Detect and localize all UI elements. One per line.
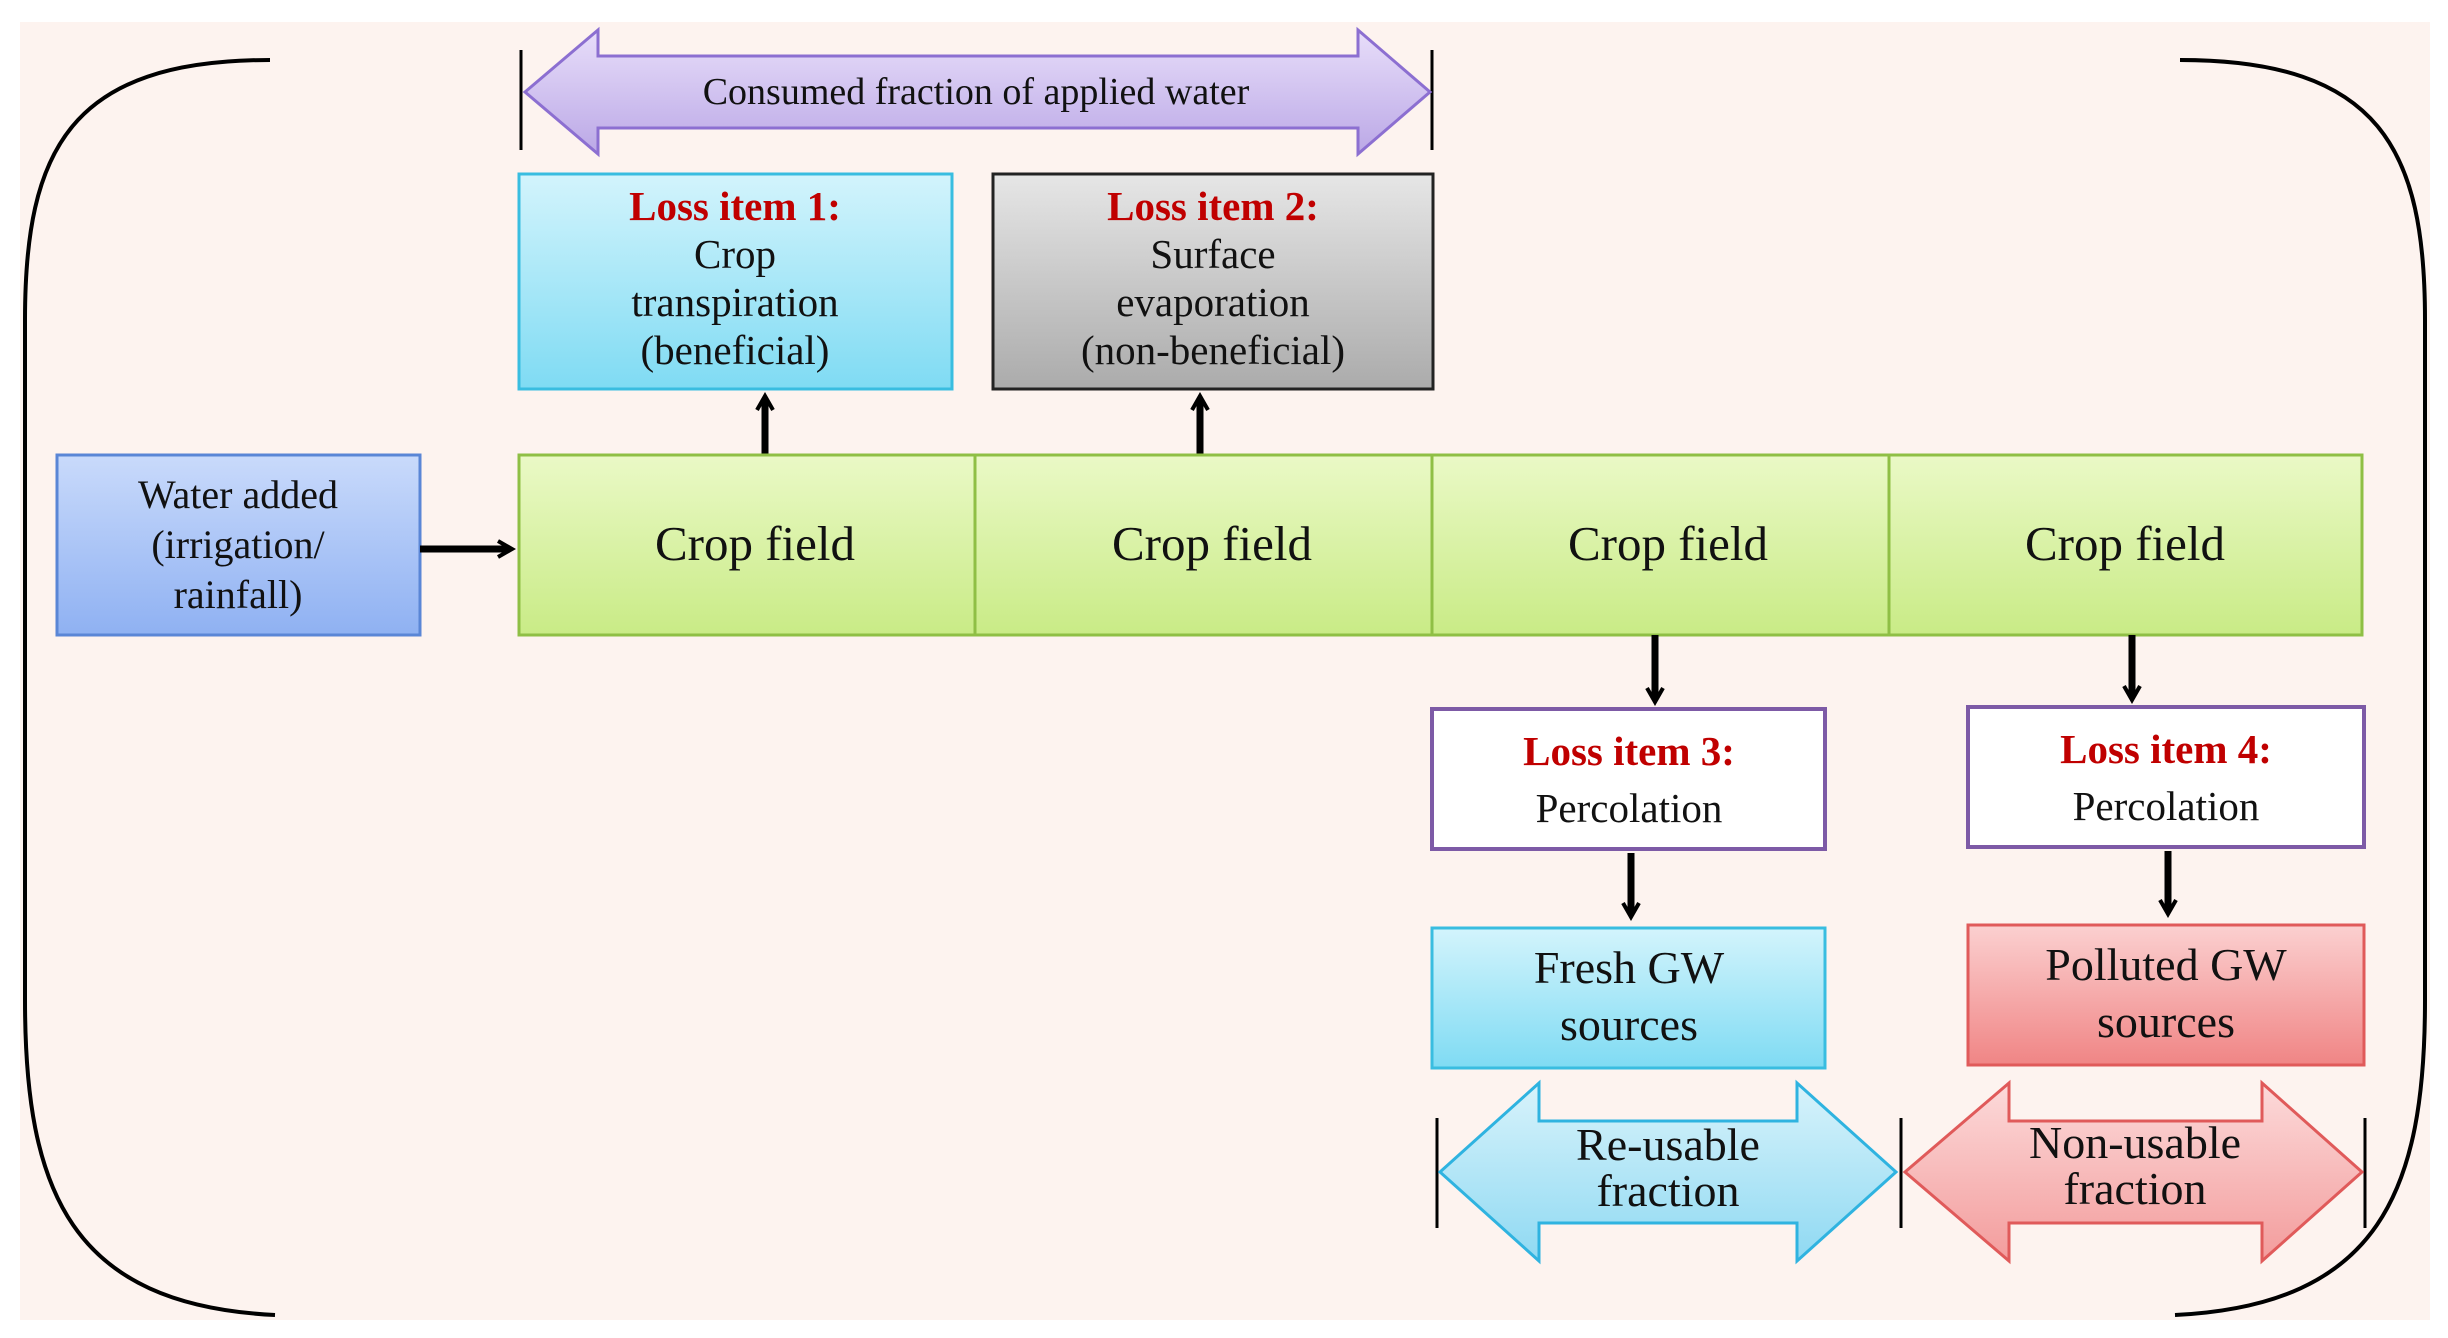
loss-item-1-line-2: transpiration <box>631 279 838 325</box>
consumed-double-arrow <box>522 26 1433 158</box>
fresh-gw-line-2: sources <box>1560 999 1698 1050</box>
polluted-gw-box <box>1966 923 2366 1067</box>
nonusable-line-1: Non-usable <box>2029 1117 2241 1168</box>
outer-bracket-right <box>2174 58 2427 1317</box>
crop-field-1-box <box>517 453 977 637</box>
nonusable-double-arrow <box>1902 1079 2365 1265</box>
loss-item-2-box <box>991 172 1435 391</box>
loss-item-4-title: Loss item 4: <box>2060 726 2272 772</box>
polluted-gw-line-2: sources <box>2097 996 2235 1047</box>
crop-field-1-label: Crop field <box>655 516 855 571</box>
loss-item-4-box <box>1966 705 2366 849</box>
consumed-label: Consumed fraction of applied water <box>703 71 1250 113</box>
loss-item-4-line-1: Percolation <box>2073 783 2260 829</box>
reusable-line-2: fraction <box>1596 1165 1739 1216</box>
loss-item-1-line-3: (beneficial) <box>641 327 830 373</box>
loss-item-1-box <box>517 172 954 391</box>
loss-item-2-line-2: evaporation <box>1116 279 1310 325</box>
polluted-gw-line-1: Polluted GW <box>2045 939 2287 990</box>
crop-field-4-box <box>1887 453 2364 637</box>
nonusable-line-2: fraction <box>2063 1163 2206 1214</box>
loss-item-2-line-3: (non-beneficial) <box>1081 327 1345 373</box>
loss-item-3-box <box>1430 707 1827 851</box>
fresh-gw-box <box>1430 926 1827 1070</box>
crop-field-2-label: Crop field <box>1112 516 1312 571</box>
water-added-line-3: rainfall) <box>174 572 303 617</box>
fresh-gw-line-1: Fresh GW <box>1534 942 1725 993</box>
loss-item-1-title: Loss item 1: <box>629 183 841 229</box>
reusable-double-arrow <box>1437 1079 1899 1265</box>
loss-item-3-title: Loss item 3: <box>1523 728 1735 774</box>
loss-item-2-title: Loss item 2: <box>1107 183 1319 229</box>
crop-field-4-label: Crop field <box>2025 516 2225 571</box>
water-added-box <box>55 453 422 637</box>
loss-item-2-line-1: Surface <box>1150 231 1275 277</box>
loss-item-1-line-1: Crop <box>694 231 776 277</box>
reusable-line-1: Re-usable <box>1576 1119 1760 1170</box>
crop-field-3-label: Crop field <box>1568 516 1768 571</box>
water-added-line-2: (irrigation/ <box>151 522 325 567</box>
outer-bracket-left <box>23 58 276 1317</box>
water-added-line-1: Water added <box>138 472 338 517</box>
loss-item-3-line-1: Percolation <box>1536 785 1723 831</box>
